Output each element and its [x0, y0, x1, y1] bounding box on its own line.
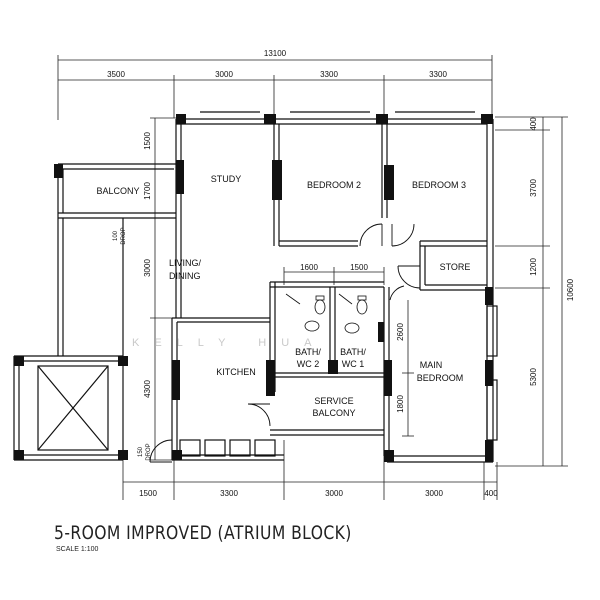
label-study: STUDY — [211, 174, 242, 184]
label-bath-1-line-1: BATH/ — [340, 347, 366, 357]
dim-drop-balcony: 100 — [113, 230, 119, 241]
dim-service-bay: 2600 — [396, 323, 405, 341]
dimension-labels: 13100 3500 3000 3300 3300 1500 3300 3000… — [107, 49, 575, 498]
doors — [149, 223, 421, 463]
room-labels: BALCONY STUDY BEDROOM 2 BEDROOM 3 LIVING… — [96, 174, 470, 418]
label-bedroom-2: BEDROOM 2 — [307, 180, 361, 190]
dim-overall-height: 10600 — [566, 278, 575, 301]
dim-right-1: 400 — [529, 117, 538, 131]
label-bedroom-3: BEDROOM 3 — [412, 180, 466, 190]
plan-title: 5-ROOM IMPROVED (ATRIUM BLOCK) — [54, 522, 352, 544]
dim-right-3: 1200 — [529, 258, 538, 276]
dim-left-1: 1500 — [143, 132, 152, 150]
dim-overall-width: 13100 — [264, 49, 287, 58]
dim-left-4: 4300 — [143, 380, 152, 398]
label-bath-2-line-1: BATH/ — [295, 347, 321, 357]
label-service-balcony-2: BALCONY — [312, 408, 355, 418]
dim-left-3: 3000 — [143, 259, 152, 277]
dim-bath-top-2: 1500 — [350, 263, 368, 272]
plan-scale: SCALE 1:100 — [56, 546, 99, 553]
label-living-2: DINING — [169, 271, 201, 281]
watermark: KELLY HUA — [132, 337, 327, 349]
label-bath-1-line-2: WC 1 — [342, 359, 365, 369]
dim-bottom-4: 3000 — [425, 489, 443, 498]
label-main-bedroom-1: MAIN — [420, 360, 443, 370]
dim-drop-entrance: 150 — [138, 446, 144, 457]
note-drop-balcony: DROP — [121, 227, 127, 244]
dim-top-3: 3300 — [320, 70, 338, 79]
label-store: STORE — [440, 262, 471, 272]
label-kitchen: KITCHEN — [216, 367, 256, 377]
dim-top-4: 3300 — [429, 70, 447, 79]
dim-bottom-1: 1500 — [139, 489, 157, 498]
note-drop-entrance: DROP — [146, 443, 152, 460]
dim-bottom-2: 3300 — [220, 489, 238, 498]
dim-top-2: 3000 — [215, 70, 233, 79]
label-service-balcony-1: SERVICE — [314, 396, 353, 406]
label-living-1: LIVING/ — [169, 258, 202, 268]
label-main-bedroom-2: BEDROOM — [417, 373, 464, 383]
dim-right-4: 5300 — [529, 368, 538, 386]
bathroom-fixtures — [285, 293, 368, 334]
structural-columns — [14, 114, 493, 462]
dim-service-depth: 1800 — [396, 395, 405, 413]
dim-bath-top-1: 1600 — [300, 263, 318, 272]
walls — [13, 111, 498, 463]
dim-top-1: 3500 — [107, 70, 125, 79]
label-balcony: BALCONY — [96, 186, 139, 196]
label-bath-2-line-2: WC 2 — [297, 359, 320, 369]
dim-left-2: 1700 — [143, 182, 152, 200]
dim-bottom-5: 400 — [484, 489, 498, 498]
dim-bottom-3: 3000 — [325, 489, 343, 498]
dim-right-2: 3700 — [529, 179, 538, 197]
